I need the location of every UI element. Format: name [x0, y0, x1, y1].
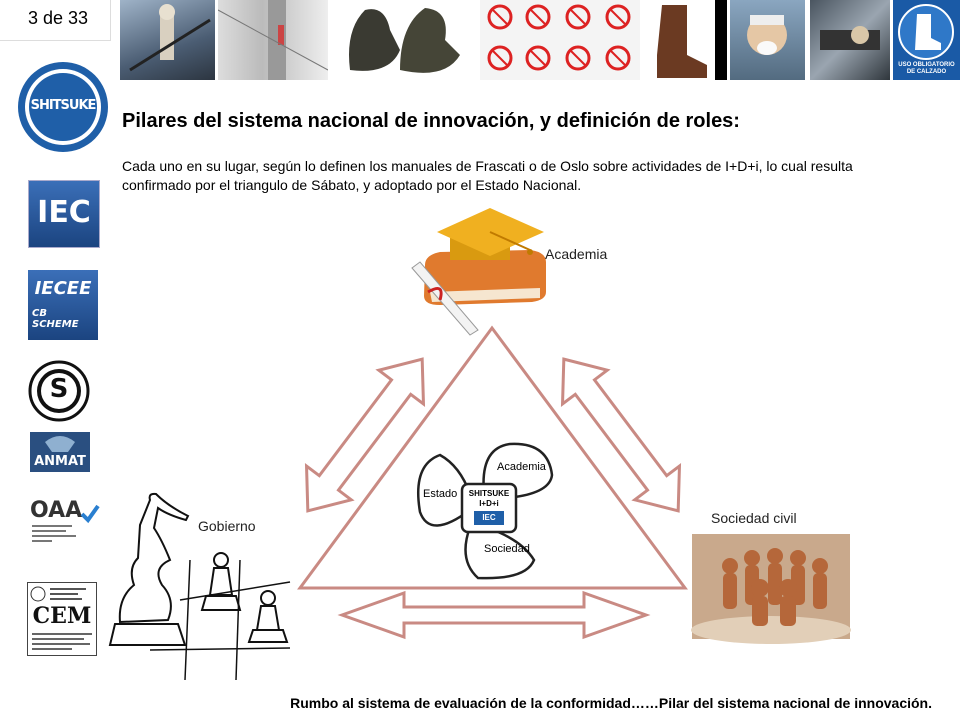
s-mark-logo-text: S — [49, 374, 69, 404]
cem-logo: CEM — [27, 582, 97, 656]
iec-logo-text: IEC — [37, 195, 91, 230]
triangle-outline — [297, 325, 688, 590]
propeller-label-sociedad: Sociedad — [484, 543, 530, 555]
footer-text: Rumbo al sistema de evaluación de la con… — [290, 695, 932, 711]
oaa-logo-text: OAA — [30, 498, 83, 523]
photo-strip: USO OBLIGATORIO DE CALZADO — [120, 0, 960, 80]
node-academia-label: Academia — [545, 246, 608, 262]
shitsuke-logo: SHITSUKE — [16, 60, 110, 159]
iecee-logo-subtext: CB SCHEME — [32, 308, 79, 330]
separator-bar — [715, 0, 727, 80]
tower-photo — [218, 0, 328, 80]
gobierno-icon — [108, 492, 291, 681]
mandatory-sign-text: USO OBLIGATORIO DE CALZADO — [898, 62, 955, 75]
node-gobierno-label: Gobierno — [198, 518, 256, 534]
propeller-hub-logo: IEC — [474, 511, 504, 525]
boots-photo — [642, 0, 712, 80]
arrow-academia-gobierno — [304, 357, 426, 513]
sociedad-civil-photo — [691, 534, 851, 644]
mandatory-boots-sign: USO OBLIGATORIO DE CALZADO — [893, 0, 960, 80]
slide-counter-text: 3 de 33 — [28, 8, 89, 28]
prohibition-signs — [480, 0, 640, 80]
iecee-logo-text: IECEE — [34, 278, 92, 299]
academia-icon — [411, 208, 546, 336]
gloves-photo — [330, 0, 480, 80]
anmat-logo: ANMAT — [30, 432, 90, 472]
propeller-label-estado: Estado — [423, 488, 458, 500]
slide-counter: 3 de 33 — [0, 0, 111, 41]
mask-worker-photo — [730, 0, 805, 80]
shitsuke-logo-text: SHITSUKE — [30, 98, 97, 113]
propeller-hub-title: SHITSUKE — [468, 489, 510, 498]
workers-photo — [120, 0, 215, 80]
check-icon — [80, 504, 100, 524]
slide-body: Cada uno en su lugar, según lo definen l… — [122, 158, 853, 193]
arrow-gobierno-sociedad — [337, 590, 651, 640]
machinery-photo — [810, 0, 890, 80]
propeller-label-academia: Academia — [497, 461, 546, 473]
anmat-logo-text: ANMAT — [34, 454, 86, 469]
iec-logo: IEC — [28, 180, 100, 248]
propeller-blade-sociedad — [464, 525, 536, 580]
propeller-blade-estado — [416, 453, 472, 527]
node-sociedad-civil-label: Sociedad civil — [711, 510, 797, 526]
iecee-logo: IECEE CB SCHEME — [28, 270, 98, 340]
arrow-academia-sociedad — [560, 357, 682, 513]
s-mark-logo: S — [28, 360, 90, 427]
propeller-hub-subtitle: I+D+i — [479, 499, 499, 508]
cem-logo-text: CEM — [32, 603, 92, 629]
oaa-logo: OAA — [30, 498, 100, 543]
slide-title: Pilares del sistema nacional de innovaci… — [122, 110, 740, 132]
